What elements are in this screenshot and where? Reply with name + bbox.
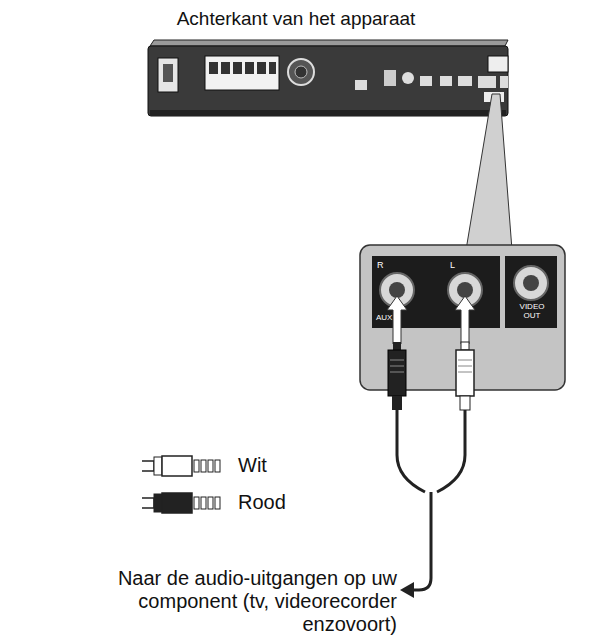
direction-arrow [400, 582, 414, 598]
legend-item: Rood [140, 489, 300, 517]
plug-sample [140, 452, 232, 480]
audio-cable [397, 410, 465, 590]
legend-text: Wit [238, 454, 267, 477]
jack-label: VIDEO OUT [514, 302, 550, 320]
diagram-title: Achterkant van het apparaat [0, 8, 592, 30]
jack-label: AUX [376, 313, 402, 322]
cable-destination-note: Naar de audio-uitgangen op uw component … [110, 567, 397, 636]
jack-label: R [377, 260, 391, 270]
zoom-leader [466, 94, 512, 250]
legend-text: Rood [238, 491, 286, 514]
red-plug [388, 342, 406, 410]
jack-label: L [450, 260, 464, 270]
white-plug [456, 342, 474, 410]
device-rear [148, 40, 508, 116]
plug-sample [140, 489, 232, 517]
legend-item: Wit [140, 452, 300, 480]
